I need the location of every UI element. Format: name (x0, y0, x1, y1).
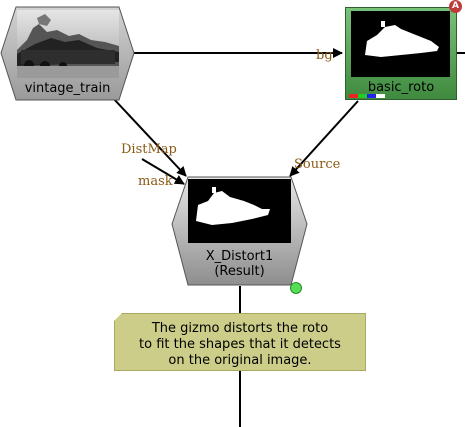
channel-green (358, 94, 367, 98)
wire-roto-to-source[interactable] (289, 100, 359, 177)
wire-train-to-distmap[interactable] (111, 96, 187, 177)
input-label-bg: bg (316, 48, 333, 63)
channel-indicator (349, 94, 385, 98)
channel-red (349, 94, 358, 98)
sticky-note-text: The gizmo distorts the roto to fit the s… (139, 321, 341, 368)
vintage-train-thumbnail (17, 10, 119, 78)
input-label-distmap: DistMap (121, 142, 177, 157)
basic-roto-thumbnail (351, 11, 450, 77)
sticky-note[interactable]: The gizmo distorts the roto to fit the s… (114, 313, 366, 371)
input-label-mask: mask (138, 174, 173, 189)
basic-roto-label: basic_roto (367, 80, 435, 95)
x-distort-thumbnail (188, 179, 291, 243)
input-label-source: Source (294, 157, 341, 172)
x-distort-node[interactable]: X_Distort1 (Result) (171, 176, 308, 286)
badge-letter: A (452, 1, 459, 11)
basic-roto-node[interactable]: basic_roto A (345, 0, 462, 100)
vintage-train-label: vintage_train (24, 81, 111, 96)
channel-blue (367, 94, 376, 98)
distorted-mask-image (196, 187, 270, 225)
channel-alpha (376, 94, 385, 98)
animation-badge: A (449, 0, 462, 13)
viewer-dot[interactable] (290, 282, 302, 294)
roto-mask-image (365, 21, 439, 57)
wire-mask[interactable] (141, 158, 185, 185)
x-distort-label: X_Distort1 (Result) (205, 249, 274, 279)
vintage-train-node[interactable]: vintage_train (0, 6, 135, 101)
train-image (17, 10, 119, 78)
